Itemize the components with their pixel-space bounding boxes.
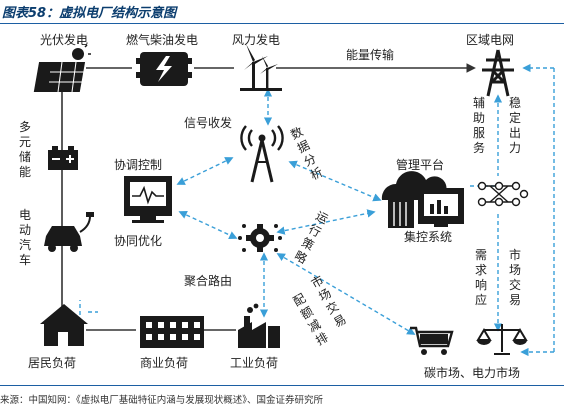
label-demand-resp: 需求响应 <box>474 248 487 307</box>
label-central-system: 集控系统 <box>404 230 453 244</box>
node-graph-icon <box>477 181 529 207</box>
label-coord-control: 协调控制 <box>114 158 163 172</box>
link-gear-market <box>276 253 416 335</box>
figure-title: 图表58：虚拟电厂结构示意图 <box>2 6 177 21</box>
label-fuel: 燃气柴油发电 <box>126 33 199 47</box>
label-resident: 居民负荷 <box>28 356 77 370</box>
link-control-gear <box>178 211 238 239</box>
label-market-trade: 市场交易 <box>508 248 521 307</box>
figure-header: 图表58：虚拟电厂结构示意图 <box>0 0 564 24</box>
server-cloud-icon <box>381 171 464 228</box>
label-ev: 电动汽车 <box>18 208 31 267</box>
signal-tower-icon <box>240 125 284 183</box>
label-storage: 多元储能 <box>18 120 31 179</box>
label-market: 碳市场、电力市场 <box>424 366 521 380</box>
monitor-icon <box>124 176 172 223</box>
link-signal-control <box>176 157 234 185</box>
label-commercial: 商业负荷 <box>140 356 189 370</box>
footer-rule <box>0 385 564 386</box>
office-building-icon <box>140 316 204 348</box>
battery-icon <box>48 146 78 170</box>
label-grid: 区域电网 <box>466 33 515 47</box>
label-coord-opt: 协同优化 <box>114 234 163 248</box>
label-stable-output: 稳定出力 <box>508 96 521 155</box>
transmission-tower-icon <box>482 49 514 97</box>
solar-panel-icon <box>33 41 95 93</box>
label-industrial: 工业负荷 <box>230 356 279 370</box>
label-aggregate: 聚合路由 <box>184 274 233 288</box>
label-signal: 信号收发 <box>184 116 233 130</box>
label-mgmt-platform: 管理平台 <box>396 158 445 172</box>
energy-frame <box>61 63 476 331</box>
shopping-cart-icon <box>410 326 454 355</box>
label-wind: 风力发电 <box>232 33 281 47</box>
house-icon <box>40 304 88 346</box>
gear-network-icon <box>238 224 282 252</box>
header-rule <box>0 23 564 24</box>
label-aux-service: 辅助服务 <box>472 96 485 155</box>
fuel-generator-icon <box>136 52 192 86</box>
factory-icon <box>238 303 280 348</box>
wind-turbine-icon <box>240 44 282 91</box>
ev-plug-icon <box>44 212 94 252</box>
balance-scale-icon <box>476 324 528 355</box>
label-solar: 光伏发电 <box>40 33 89 47</box>
link-signal-platform <box>288 160 382 202</box>
label-energy-transfer: 能量传输 <box>346 48 395 62</box>
link-gear-platform <box>276 209 376 235</box>
source-note: 来源：中国知网：《虚拟电厂基础特征内涵与发展现状概述》、国金证券研究所 <box>0 395 324 406</box>
